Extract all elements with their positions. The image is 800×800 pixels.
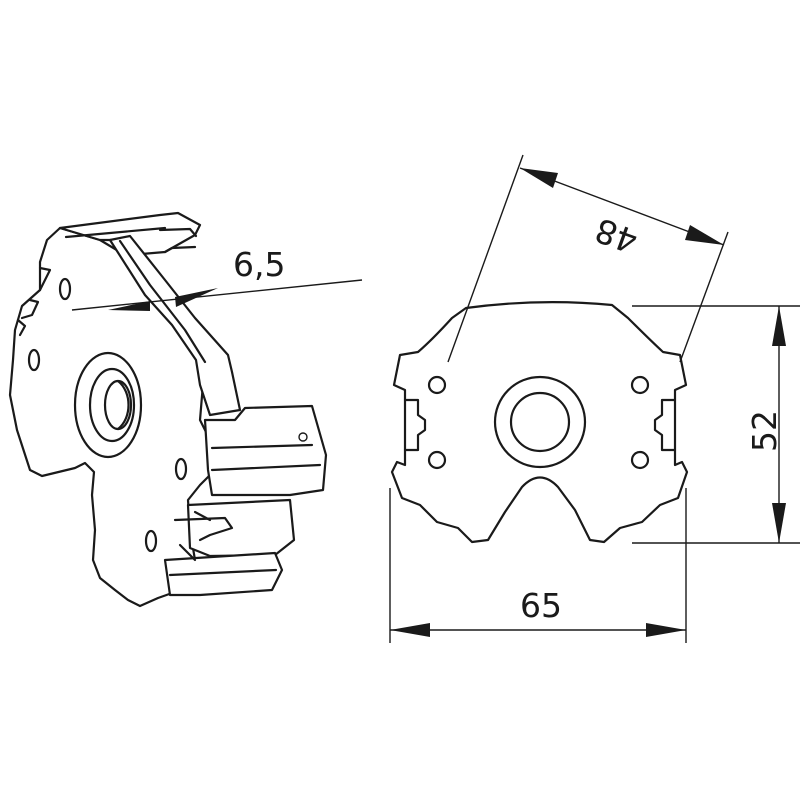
iso-tooth-middle-line [193,510,212,522]
iso-bore-edge [116,379,130,431]
isometric-view: 6,5 [8,211,363,608]
iso-tooth-upper-hole [298,432,308,442]
iso-hole-2 [27,348,41,372]
iso-tooth-lower [163,551,284,597]
iso-tooth-upper-edge2 [210,463,322,472]
front-left-slot [403,398,427,452]
thickness-label: 6,5 [233,245,285,284]
iso-tooth-middle [186,498,296,558]
front-hole-top-right [630,375,650,395]
iso-left-teeth [16,266,52,337]
diag-ext-left [447,154,524,363]
height-arrow-bottom [772,503,786,543]
thickness-dim-line [71,279,363,311]
height-arrow-top [772,306,786,346]
iso-thickness-inner [118,239,207,364]
thickness-arrow-right [175,288,218,307]
thickness-arrow-left [108,301,150,311]
iso-top-edge [64,226,167,239]
width-arrow-right [646,623,686,637]
front-right-slot [653,398,677,452]
diag-arrow-left [520,168,558,188]
iso-bore-outer [88,367,136,443]
front-view: 48 52 65 [389,154,800,643]
iso-tooth-upper [203,404,328,497]
iso-hub-outer [73,351,143,459]
iso-tooth-lower-line [178,543,197,562]
front-hole-bottom-right [630,450,650,470]
front-hub [493,375,587,469]
iso-hole-4 [144,529,158,553]
diag-arrow-right [685,225,724,245]
front-outline [390,301,689,544]
width-label: 65 [520,586,562,625]
iso-hole-1 [58,277,72,301]
front-hole-top-left [427,375,447,395]
width-arrow-left [390,623,430,637]
iso-tooth-lower-edge [168,568,278,577]
iso-tooth-upper-edge [210,443,314,450]
diag-label: 48 [590,210,643,261]
height-label: 52 [745,410,784,452]
front-bore [509,391,571,453]
diag-ext-right [679,231,729,363]
iso-top-step2 [163,245,197,254]
iso-hole-3 [174,457,188,481]
iso-thickness-band [108,234,242,417]
front-hole-bottom-left [427,450,447,470]
iso-top-step [158,227,198,238]
